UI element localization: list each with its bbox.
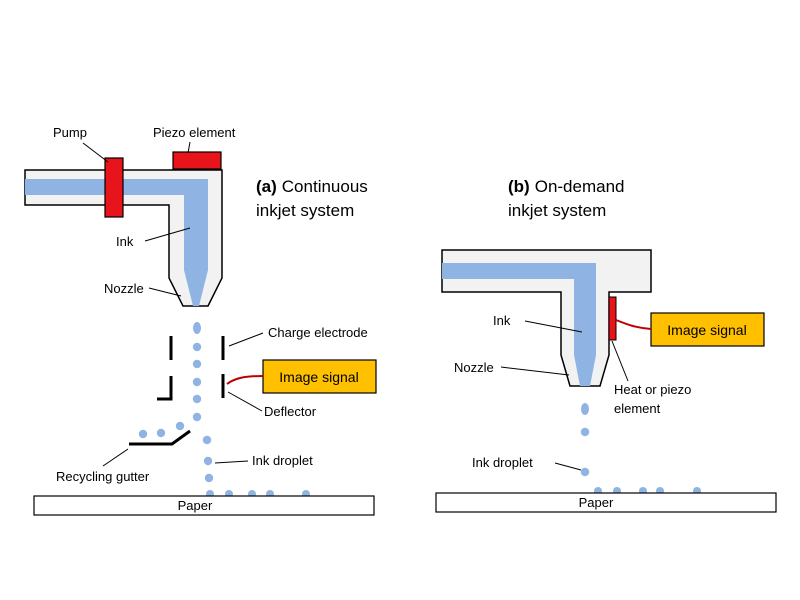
ink-droplet [192,342,202,352]
leader-ink-a [144,227,191,242]
label-charge-electrode: Charge electrode [268,325,368,340]
ink-drop-forming [193,322,201,334]
ink-droplet-recycled [175,421,185,431]
title-b-letter: (b) [508,177,530,196]
leader-piezo [187,141,191,154]
ink-droplet [580,427,590,437]
label-heat-piezo-1: Heat or piezo [614,382,691,397]
ink-droplet [192,394,202,404]
signal-wire-a [226,375,264,385]
label-recycling-gutter: Recycling gutter [56,469,150,484]
title-b-rest: On-demand [535,177,625,196]
paper-a [33,495,375,516]
panel-on-demand: (b)On-demand inkjet system Image signal … [435,177,777,513]
title-a-line2: inkjet system [256,201,354,220]
ink-droplet [192,359,202,369]
ink-droplet [203,456,213,466]
label-ink-droplet-a: Ink droplet [252,453,313,468]
label-nozzle-b: Nozzle [454,360,494,375]
droplets-b [580,403,701,495]
label-ink-droplet-b: Ink droplet [472,455,533,470]
label-nozzle-a: Nozzle [104,281,144,296]
ink-droplet-recycled [138,429,148,439]
leader-nozzle-b [500,366,570,376]
printhead-body-a [24,169,223,307]
label-pump: Pump [53,125,87,140]
title-a-letter: (a) [256,177,277,196]
label-deflector: Deflector [264,404,317,419]
leader-pump [82,142,109,163]
title-a: (a) Continuous [256,177,368,196]
title-b: (b) On-demand [508,177,625,196]
label-ink-b: Ink [493,313,511,328]
leader-ink-droplet-b [554,462,582,471]
label-paper-b: Paper [579,495,614,510]
label-ink-a: Ink [116,234,134,249]
leader-ink-droplet-a [214,460,249,464]
panel-continuous: (a) Continuous inkjet system Pump Piezo e… [24,125,377,516]
ink-channel-b [442,263,596,386]
label-paper-a: Paper [178,498,213,513]
image-signal-box-a [262,359,377,394]
ink-droplet-recycled [156,428,166,438]
image-signal-label-a: Image signal [279,369,358,385]
label-heat-piezo-2: element [614,401,661,416]
label-piezo: Piezo element [153,125,236,140]
leader-deflector [227,391,263,412]
title-b-line2: inkjet system [508,201,606,220]
leader-heat-piezo [611,340,629,382]
leader-ink-b [524,320,583,333]
pump [104,157,124,218]
ink-droplet [192,377,202,387]
piezo-element [172,151,222,170]
leader-recycling-gutter [102,448,129,467]
recycling-gutter [129,429,191,446]
leader-charge-electrode [228,332,264,347]
image-signal-box-b [650,312,765,347]
ink-drop-forming [581,403,589,415]
title-a-rest: Continuous [282,177,368,196]
deflector [157,374,225,401]
ink-droplet [202,435,212,445]
ink-droplet [204,473,214,483]
ink-droplet [580,467,590,477]
ink-channel-a [25,179,208,306]
image-signal-label-b: Image signal [667,322,746,338]
charge-electrode [169,336,225,360]
ink-droplet [192,412,202,422]
paper-b [435,492,777,513]
printhead-body-b [441,249,652,387]
leader-nozzle-a [148,287,182,297]
signal-wire-b [615,319,652,330]
heat-piezo-element [608,296,617,341]
